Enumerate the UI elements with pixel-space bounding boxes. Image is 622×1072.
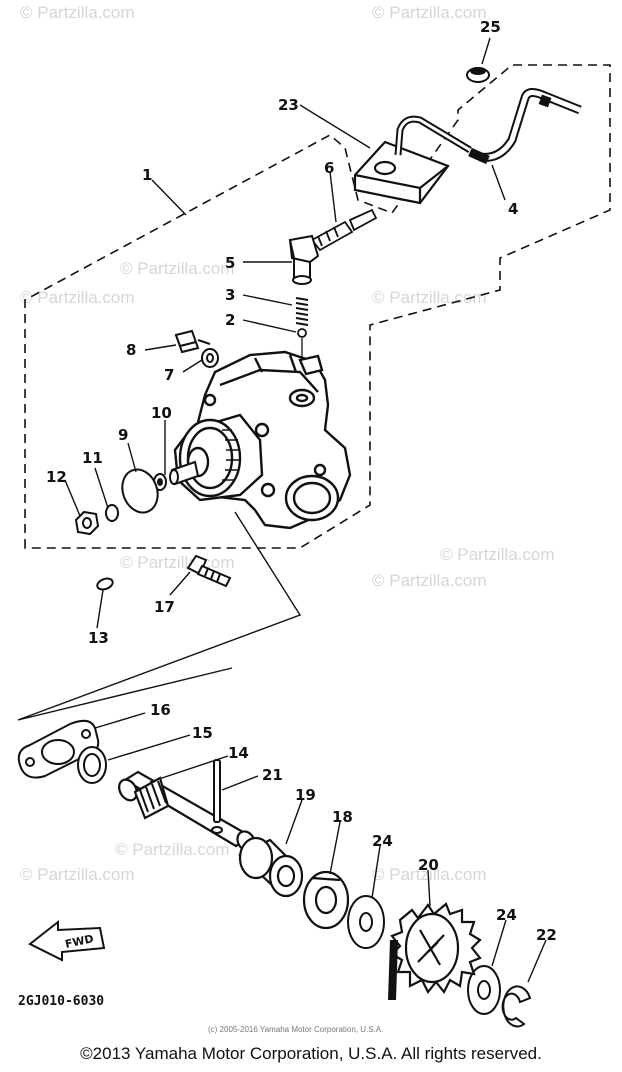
callout-24: 24: [496, 906, 517, 924]
callout-6: 6: [324, 159, 334, 177]
callout-10: 10: [151, 404, 172, 422]
callout-19: 19: [295, 786, 316, 804]
watermark: © Partzilla.com: [440, 545, 555, 564]
flange-gasket: [17, 719, 100, 779]
part-code: 2GJ010-6030: [18, 994, 104, 1009]
callout-24: 24: [372, 832, 393, 850]
plain-washer: [96, 577, 114, 591]
bushing: [302, 870, 350, 930]
watermark: © Partzilla.com: [120, 553, 235, 572]
banjo-bolt: [310, 208, 378, 252]
callout-13: 13: [88, 629, 109, 647]
callout-8: 8: [126, 341, 136, 359]
callout-1: 1: [142, 166, 152, 184]
cap-part: [466, 67, 490, 83]
footer-copyright: ©2013 Yamaha Motor Corporation, U.S.A. A…: [80, 1044, 542, 1063]
callout-17: 17: [154, 598, 175, 616]
callout-7: 7: [164, 366, 174, 384]
callout-16: 16: [150, 701, 171, 719]
callout-4: 4: [508, 200, 518, 218]
fwd-arrow-icon: FWD: [28, 919, 106, 962]
watermark: © Partzilla.com: [20, 865, 135, 884]
callout-22: 22: [536, 926, 557, 944]
watermark: © Partzilla.com: [115, 840, 230, 859]
fwd-label: FWD: [64, 932, 95, 951]
watermark: © Partzilla.com: [372, 865, 487, 884]
callout-15: 15: [192, 724, 213, 742]
circlip: [501, 985, 532, 1028]
shaft-group-outline: [17, 511, 302, 721]
pump-plate: [121, 468, 159, 514]
callout-12: 12: [46, 468, 67, 486]
oil-pump-body: [173, 350, 352, 530]
callout-25: 25: [480, 18, 501, 36]
leader-lines: [64, 37, 547, 983]
callouts: 1 2 3 4 5 6 7 8 9 10 11 12 13 14 15 16 1…: [46, 18, 557, 944]
callout-23: 23: [278, 96, 299, 114]
thrust-washer: [467, 965, 501, 1015]
watermark: © Partzilla.com: [372, 288, 487, 307]
delivery-hose: [468, 88, 582, 165]
watermarks: © Partzilla.com © Partzilla.com © Partzi…: [20, 3, 555, 884]
thrust-washer: [347, 895, 385, 949]
callout-14: 14: [228, 744, 249, 762]
callout-11: 11: [82, 449, 103, 467]
gasket-washer: [201, 348, 219, 368]
lock-washer: [105, 504, 119, 522]
spring: [295, 297, 309, 326]
fine-print-copyright: (c) 2005-2016 Yamaha Motor Corporation, …: [208, 1025, 383, 1034]
check-ball: [297, 328, 307, 338]
callout-21: 21: [262, 766, 283, 784]
watermark: © Partzilla.com: [372, 3, 487, 22]
bleed-bolt: [174, 329, 211, 354]
watermark: © Partzilla.com: [120, 259, 235, 278]
callout-2: 2: [225, 311, 235, 329]
watermark: © Partzilla.com: [20, 3, 135, 22]
drive-gear: [388, 902, 482, 1000]
oil-tank-block: [353, 115, 472, 205]
elbow-fitting: [288, 234, 320, 285]
shaft-collar: [238, 836, 304, 898]
pan-screw: [186, 554, 232, 588]
o-ring: [77, 746, 107, 784]
watermark: © Partzilla.com: [372, 571, 487, 590]
callout-20: 20: [418, 856, 439, 874]
pump-assembly-boundary: [24, 64, 611, 549]
callout-9: 9: [118, 426, 128, 444]
callout-5: 5: [225, 254, 235, 272]
callout-3: 3: [225, 286, 235, 304]
watermark: © Partzilla.com: [20, 288, 135, 307]
hex-nut: [74, 510, 100, 536]
callout-18: 18: [332, 808, 353, 826]
